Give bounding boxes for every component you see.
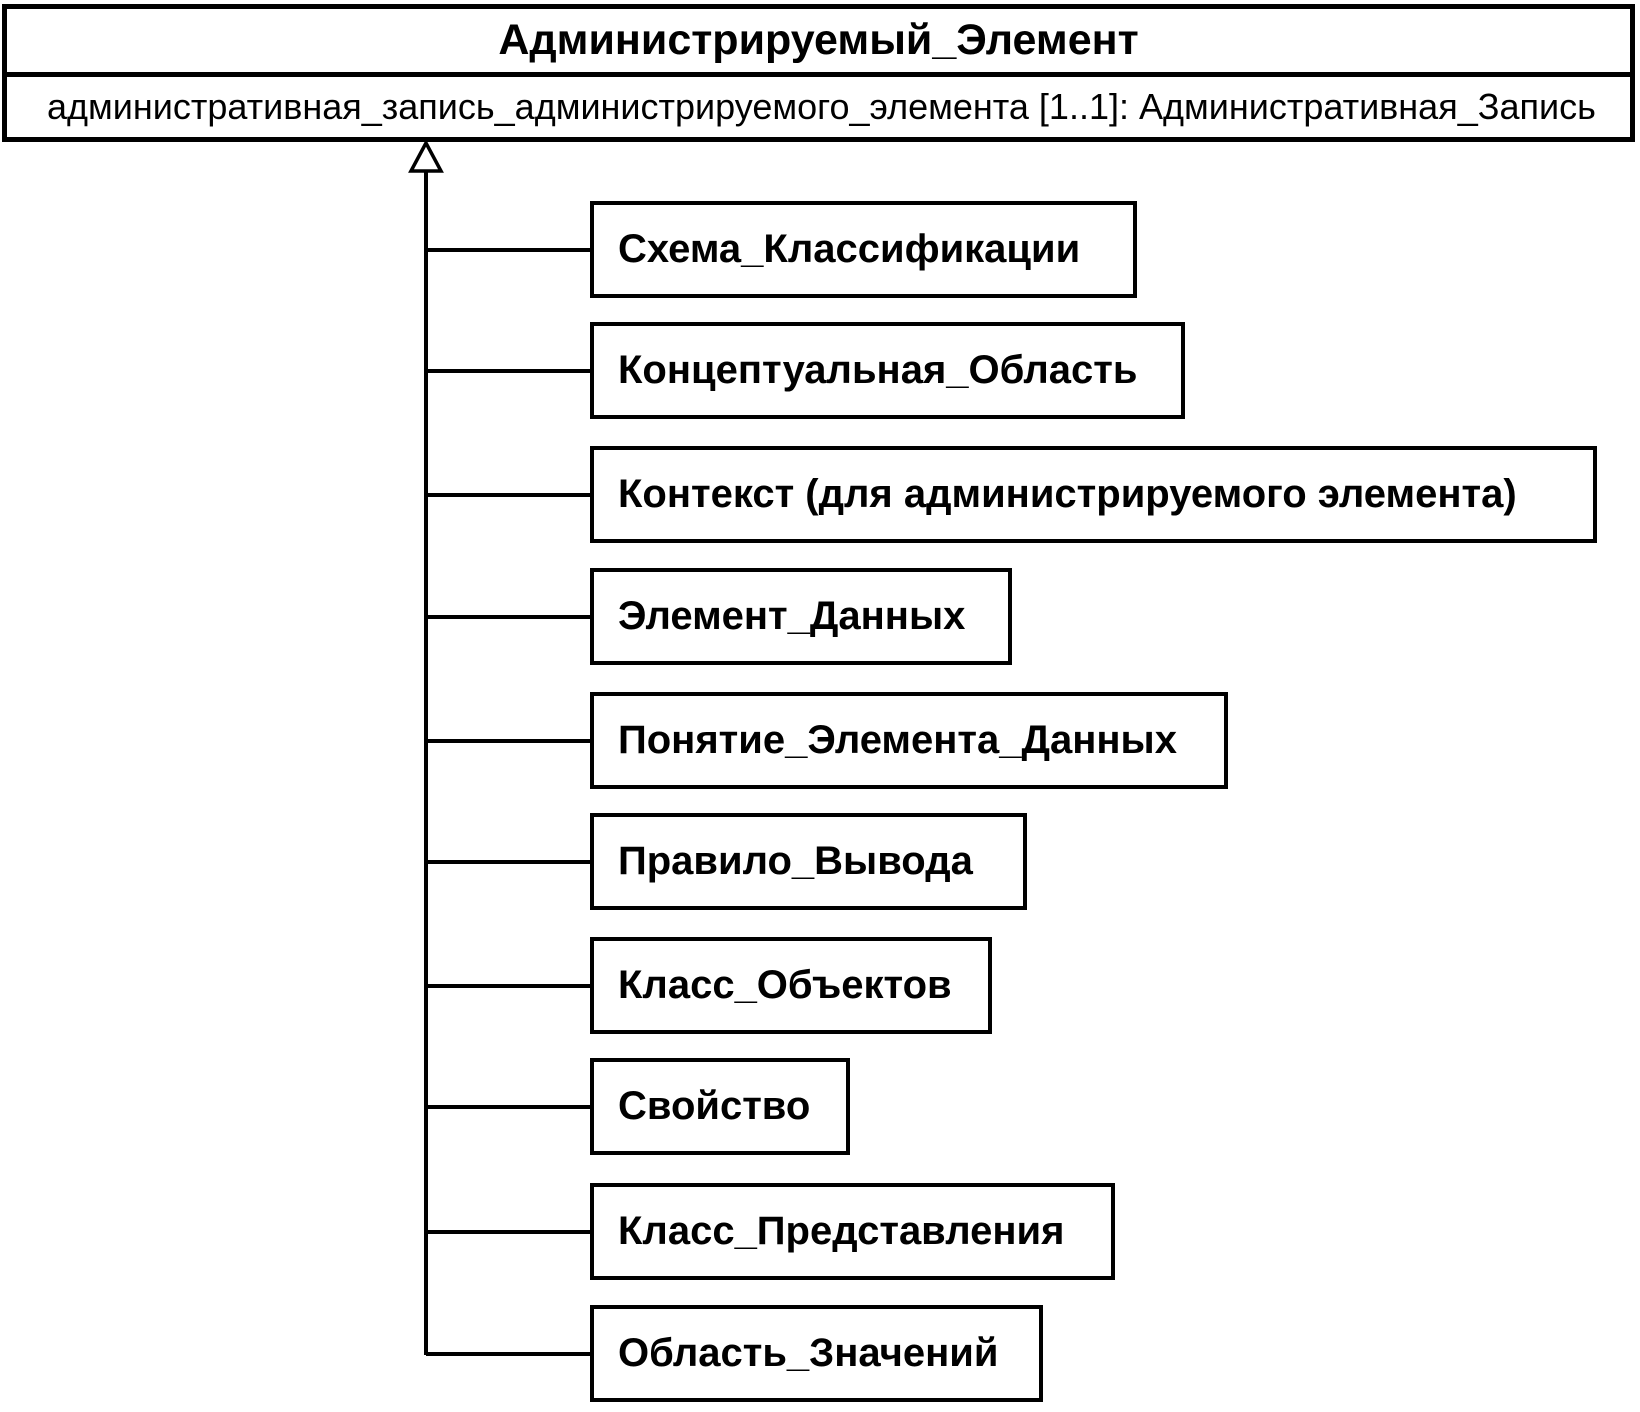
- branch-line: [426, 248, 592, 252]
- child-class-box: Свойство: [590, 1058, 850, 1155]
- branch-line: [426, 860, 592, 864]
- parent-class-attribute: административная_запись_администрируемог…: [47, 86, 1596, 127]
- branch-line: [426, 1105, 592, 1109]
- child-class-box: Концептуальная_Область: [590, 322, 1185, 419]
- child-class-box: Контекст (для администрируемого элемента…: [590, 446, 1597, 543]
- child-class-box: Схема_Классификации: [590, 201, 1137, 298]
- child-class-box: Элемент_Данных: [590, 568, 1012, 665]
- inheritance-trunk-line: [424, 172, 428, 1355]
- generalization-arrow-icon: [408, 141, 444, 173]
- child-class-box: Понятие_Элемента_Данных: [590, 692, 1228, 789]
- branch-line: [426, 615, 592, 619]
- branch-line: [426, 984, 592, 988]
- parent-class-name: Администрируемый_Элемент: [7, 9, 1630, 77]
- branch-line: [426, 1230, 592, 1234]
- parent-class-box: Администрируемый_Элемент административна…: [2, 4, 1635, 142]
- child-class-box: Область_Значений: [590, 1305, 1043, 1402]
- branch-line: [426, 493, 592, 497]
- branch-line: [426, 369, 592, 373]
- branch-line: [426, 1352, 592, 1356]
- branch-line: [426, 739, 592, 743]
- child-class-box: Класс_Представления: [590, 1183, 1115, 1280]
- child-class-box: Правило_Вывода: [590, 813, 1027, 910]
- child-class-box: Класс_Объектов: [590, 937, 992, 1034]
